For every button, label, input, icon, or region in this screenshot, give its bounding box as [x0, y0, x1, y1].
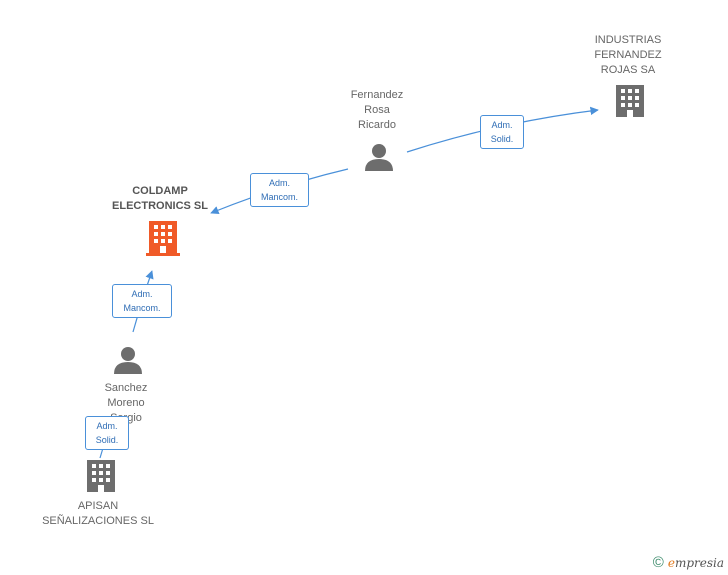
building-icon[interactable]	[613, 84, 647, 118]
relation-line: Adm.	[96, 421, 118, 431]
relation-badge-sanchez-apisan[interactable]: Adm. Solid.	[85, 416, 129, 450]
node-label-fernandez[interactable]: Fernandez Rosa Ricardo	[337, 88, 417, 133]
relation-line: Mancom.	[260, 192, 298, 202]
brand-logo-rest: mpresia	[674, 555, 724, 570]
node-label-line: Rosa	[364, 104, 390, 116]
relation-badge-sanchez-coldamp[interactable]: Adm. Mancom.	[112, 284, 172, 318]
copyright-icon: ©	[652, 554, 664, 571]
node-label-industrias[interactable]: INDUSTRIAS FERNANDEZ ROJAS SA	[588, 33, 668, 78]
node-label-line: ROJAS SA	[600, 64, 656, 76]
node-label-line: FERNANDEZ	[594, 49, 662, 61]
node-label-line: APISAN	[77, 500, 119, 512]
person-icon[interactable]	[113, 345, 143, 375]
relation-line: Mancom.	[123, 303, 161, 313]
node-label-line: INDUSTRIAS	[594, 34, 662, 46]
node-label-line: Ricardo	[358, 119, 396, 131]
footer-brand: © empresia	[653, 554, 724, 571]
brand-logo: empresia	[668, 556, 724, 570]
relation-line: Adm.	[268, 178, 290, 188]
node-label-apisan[interactable]: APISAN SEÑALIZACIONES SL	[38, 499, 158, 529]
relation-line: Solid.	[95, 435, 119, 445]
node-label-line: SEÑALIZACIONES SL	[42, 515, 154, 527]
relation-line: Adm.	[131, 289, 153, 299]
node-label-coldamp[interactable]: COLDAMP ELECTRONICS SL	[100, 184, 220, 214]
relation-badge-fernandez-industrias[interactable]: Adm. Solid.	[480, 115, 524, 149]
node-label-line: COLDAMP	[132, 185, 188, 197]
relation-line: Adm.	[491, 120, 513, 130]
relation-line: Solid.	[490, 134, 514, 144]
node-label-line: ELECTRONICS SL	[112, 200, 208, 212]
brand-logo-initial: e	[667, 555, 675, 570]
person-icon[interactable]	[364, 142, 394, 172]
node-label-line: Moreno	[107, 397, 145, 409]
building-icon[interactable]	[84, 459, 118, 493]
building-icon-highlighted[interactable]	[146, 220, 180, 256]
node-label-line: Sanchez	[104, 382, 148, 394]
relation-badge-fernandez-coldamp[interactable]: Adm. Mancom.	[250, 173, 309, 207]
node-label-line: Fernandez	[350, 89, 404, 101]
